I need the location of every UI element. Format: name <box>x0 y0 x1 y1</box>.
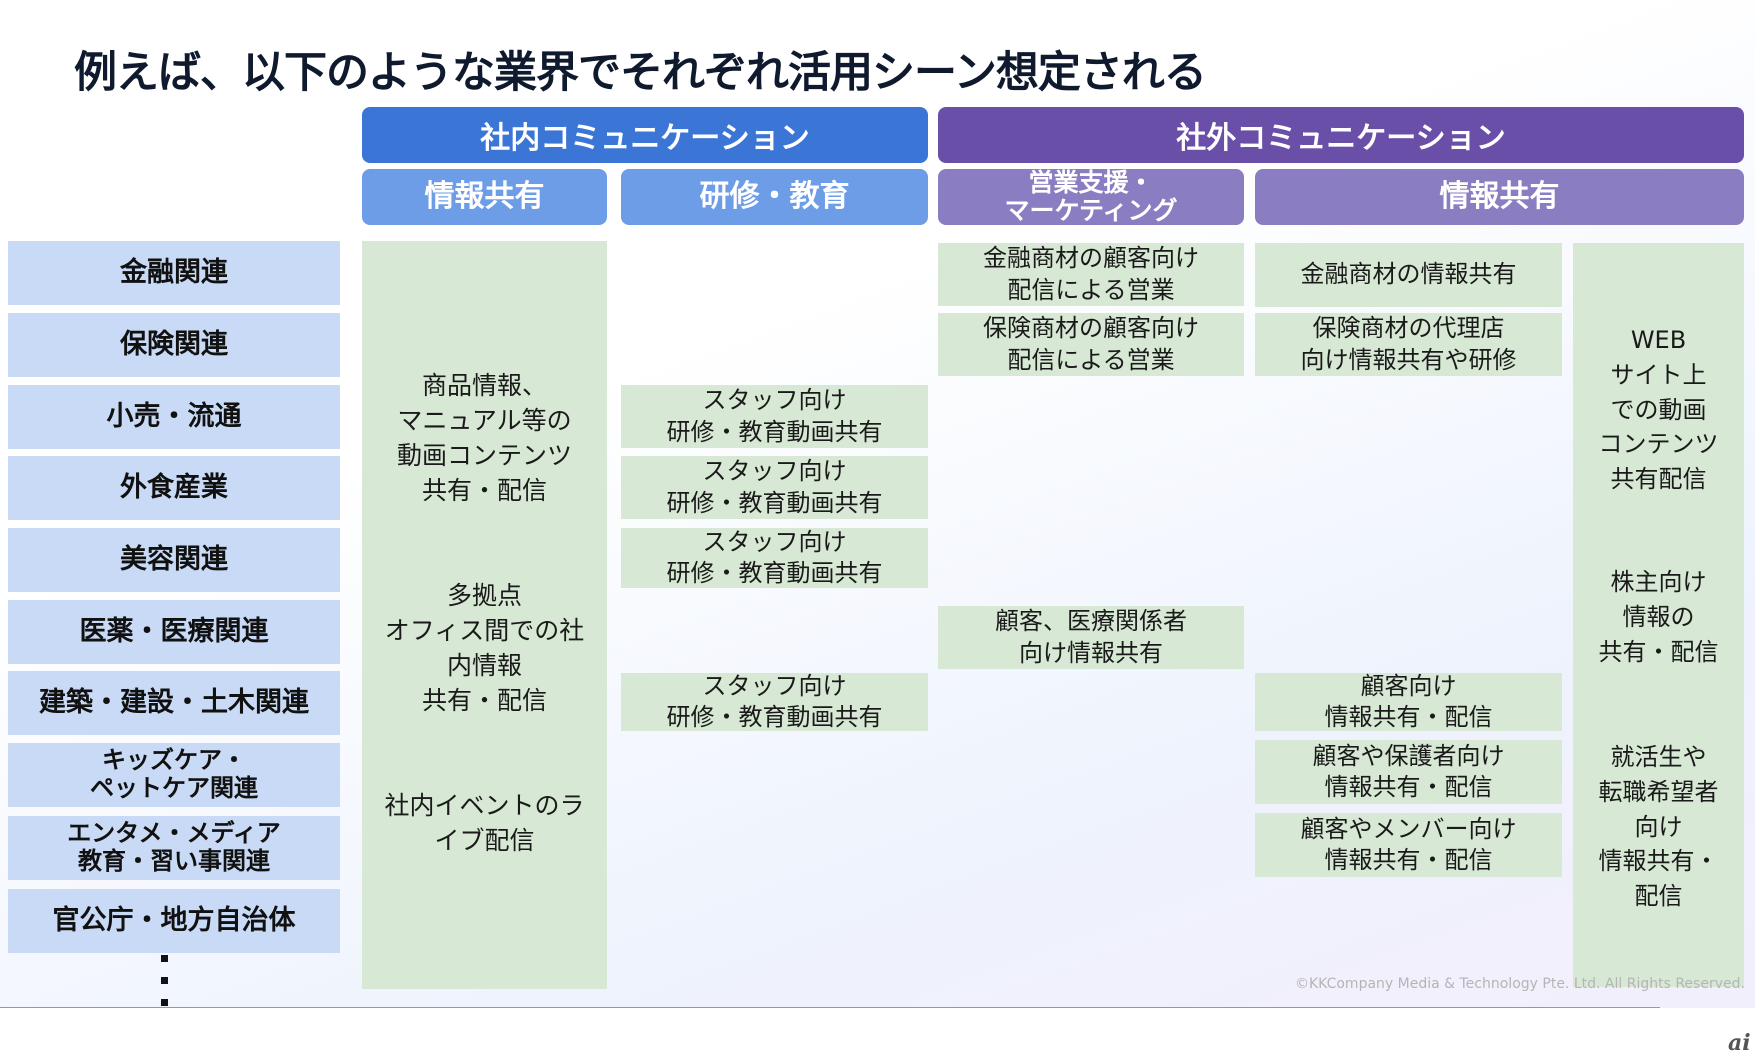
external-communication-header: 社外コミュニケーション <box>938 107 1744 163</box>
external-common-column <box>1573 243 1744 987</box>
industry-government: 官公庁・地方自治体 <box>8 889 340 953</box>
internal-info-sharing-header: 情報共有 <box>362 169 607 225</box>
industry-finance: 金融関連 <box>8 241 340 305</box>
training-cell-retail: スタッフ向け 研修・教育動画共有 <box>621 385 928 448</box>
external-info-cell-insurance: 保険商材の代理店 向け情報共有や研修 <box>1255 313 1562 376</box>
internal-training-header: 研修・教育 <box>621 169 928 225</box>
training-cell-beauty: スタッフ向け 研修・教育動画共有 <box>621 528 928 588</box>
internal-communication-header: 社内コミュニケーション <box>362 107 928 163</box>
external-info-cell-construction: 顧客向け 情報共有・配信 <box>1255 672 1562 731</box>
sales-cell-medical: 顧客、医療関係者 向け情報共有 <box>938 606 1244 669</box>
training-cell-food-service: スタッフ向け 研修・教育動画共有 <box>621 456 928 519</box>
external-info-cell-finance: 金融商材の情報共有 <box>1255 243 1562 307</box>
external-common-block-recruiting: 就活生や 転職希望者 向け 情報共有・ 配信 <box>1598 743 1719 911</box>
sales-cell-finance: 金融商材の顧客向け 配信による営業 <box>938 243 1244 306</box>
internal-info-block-multi-office: 多拠点 オフィス間での社 内情報 共有・配信 <box>384 581 585 715</box>
external-sales-marketing-header: 営業支援・ マーケティング <box>938 169 1244 225</box>
industry-entertainment-education: エンタメ・メディア 教育・習い事関連 <box>8 816 340 880</box>
internal-info-block-live-events: 社内イベントのラ イブ配信 <box>384 791 585 855</box>
training-cell-construction: スタッフ向け 研修・教育動画共有 <box>621 672 928 731</box>
industry-retail: 小売・流通 <box>8 385 340 449</box>
external-info-sharing-header: 情報共有 <box>1255 169 1744 225</box>
external-common-block-shareholders: 株主向け 情報の 共有・配信 <box>1598 568 1719 666</box>
external-info-cell-kids-pet: 顧客や保護者向け 情報共有・配信 <box>1255 740 1562 804</box>
ellipsis-dot <box>161 955 168 962</box>
copyright-text: ©KKCompany Media & Technology Pte. Ltd. … <box>1295 976 1745 992</box>
more-industries-ellipsis <box>161 955 169 1021</box>
industry-medical: 医薬・医療関連 <box>8 600 340 664</box>
industry-kids-pet-care: キッズケア・ ペットケア関連 <box>8 743 340 807</box>
industry-insurance: 保険関連 <box>8 313 340 377</box>
page-title: 例えば、以下のような業界でそれぞれ活用シーン想定される <box>74 48 1207 98</box>
industry-food-service: 外食産業 <box>8 456 340 520</box>
footer-divider <box>0 1007 1660 1008</box>
sales-cell-insurance: 保険商材の顧客向け 配信による営業 <box>938 313 1244 376</box>
internal-info-block-manuals: 商品情報、 マニュアル等の 動画コンテンツ 共有・配信 <box>396 371 572 505</box>
external-common-block-website: WEB サイト上 での動画 コンテンツ 共有配信 <box>1598 326 1719 494</box>
industry-beauty: 美容関連 <box>8 528 340 592</box>
ai-logo: ai <box>1728 1030 1751 1056</box>
footer-area <box>0 1008 1755 1061</box>
ellipsis-dot <box>161 977 168 984</box>
internal-info-sharing-column <box>362 241 607 989</box>
external-info-cell-entertainment: 顧客やメンバー向け 情報共有・配信 <box>1255 813 1562 877</box>
ellipsis-dot <box>161 999 168 1006</box>
industry-construction: 建築・建設・土木関連 <box>8 671 340 735</box>
